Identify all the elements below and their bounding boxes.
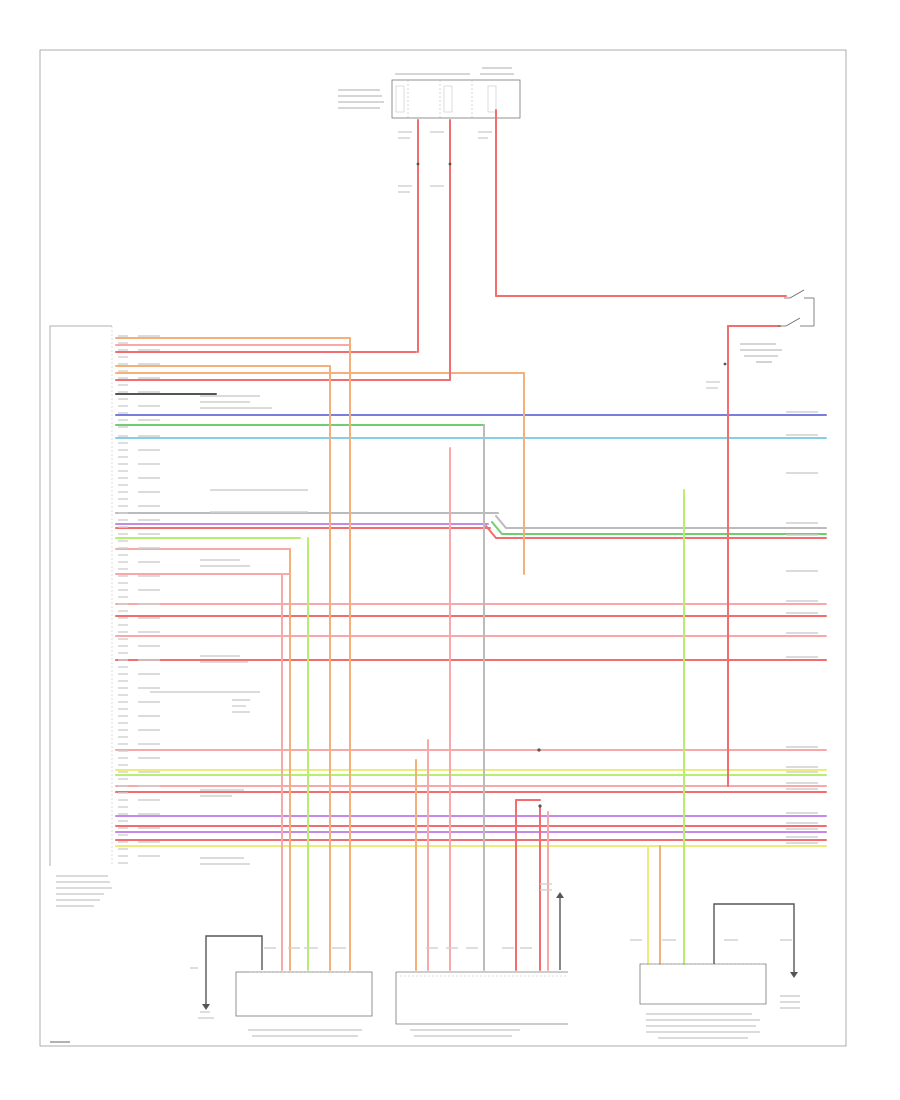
right-switch xyxy=(778,289,815,327)
jogged-wire-3 xyxy=(485,525,827,539)
splice-points xyxy=(416,162,727,808)
switch-label-lines xyxy=(740,343,782,363)
control-module xyxy=(49,325,113,866)
diagram-border xyxy=(39,49,847,1047)
jogged-wire-1 xyxy=(495,515,827,529)
fuse-box-label-lines xyxy=(338,67,514,109)
top-fuse-box xyxy=(391,79,521,119)
jogged-wire-2 xyxy=(491,521,827,535)
bottom-connector-middle xyxy=(395,892,568,1025)
vertical-wires xyxy=(281,109,729,971)
horizontal-wires xyxy=(115,295,827,847)
bottom-connector-right xyxy=(639,903,798,1005)
bottom-connector-left xyxy=(202,935,373,1017)
label-lines xyxy=(56,131,818,1039)
